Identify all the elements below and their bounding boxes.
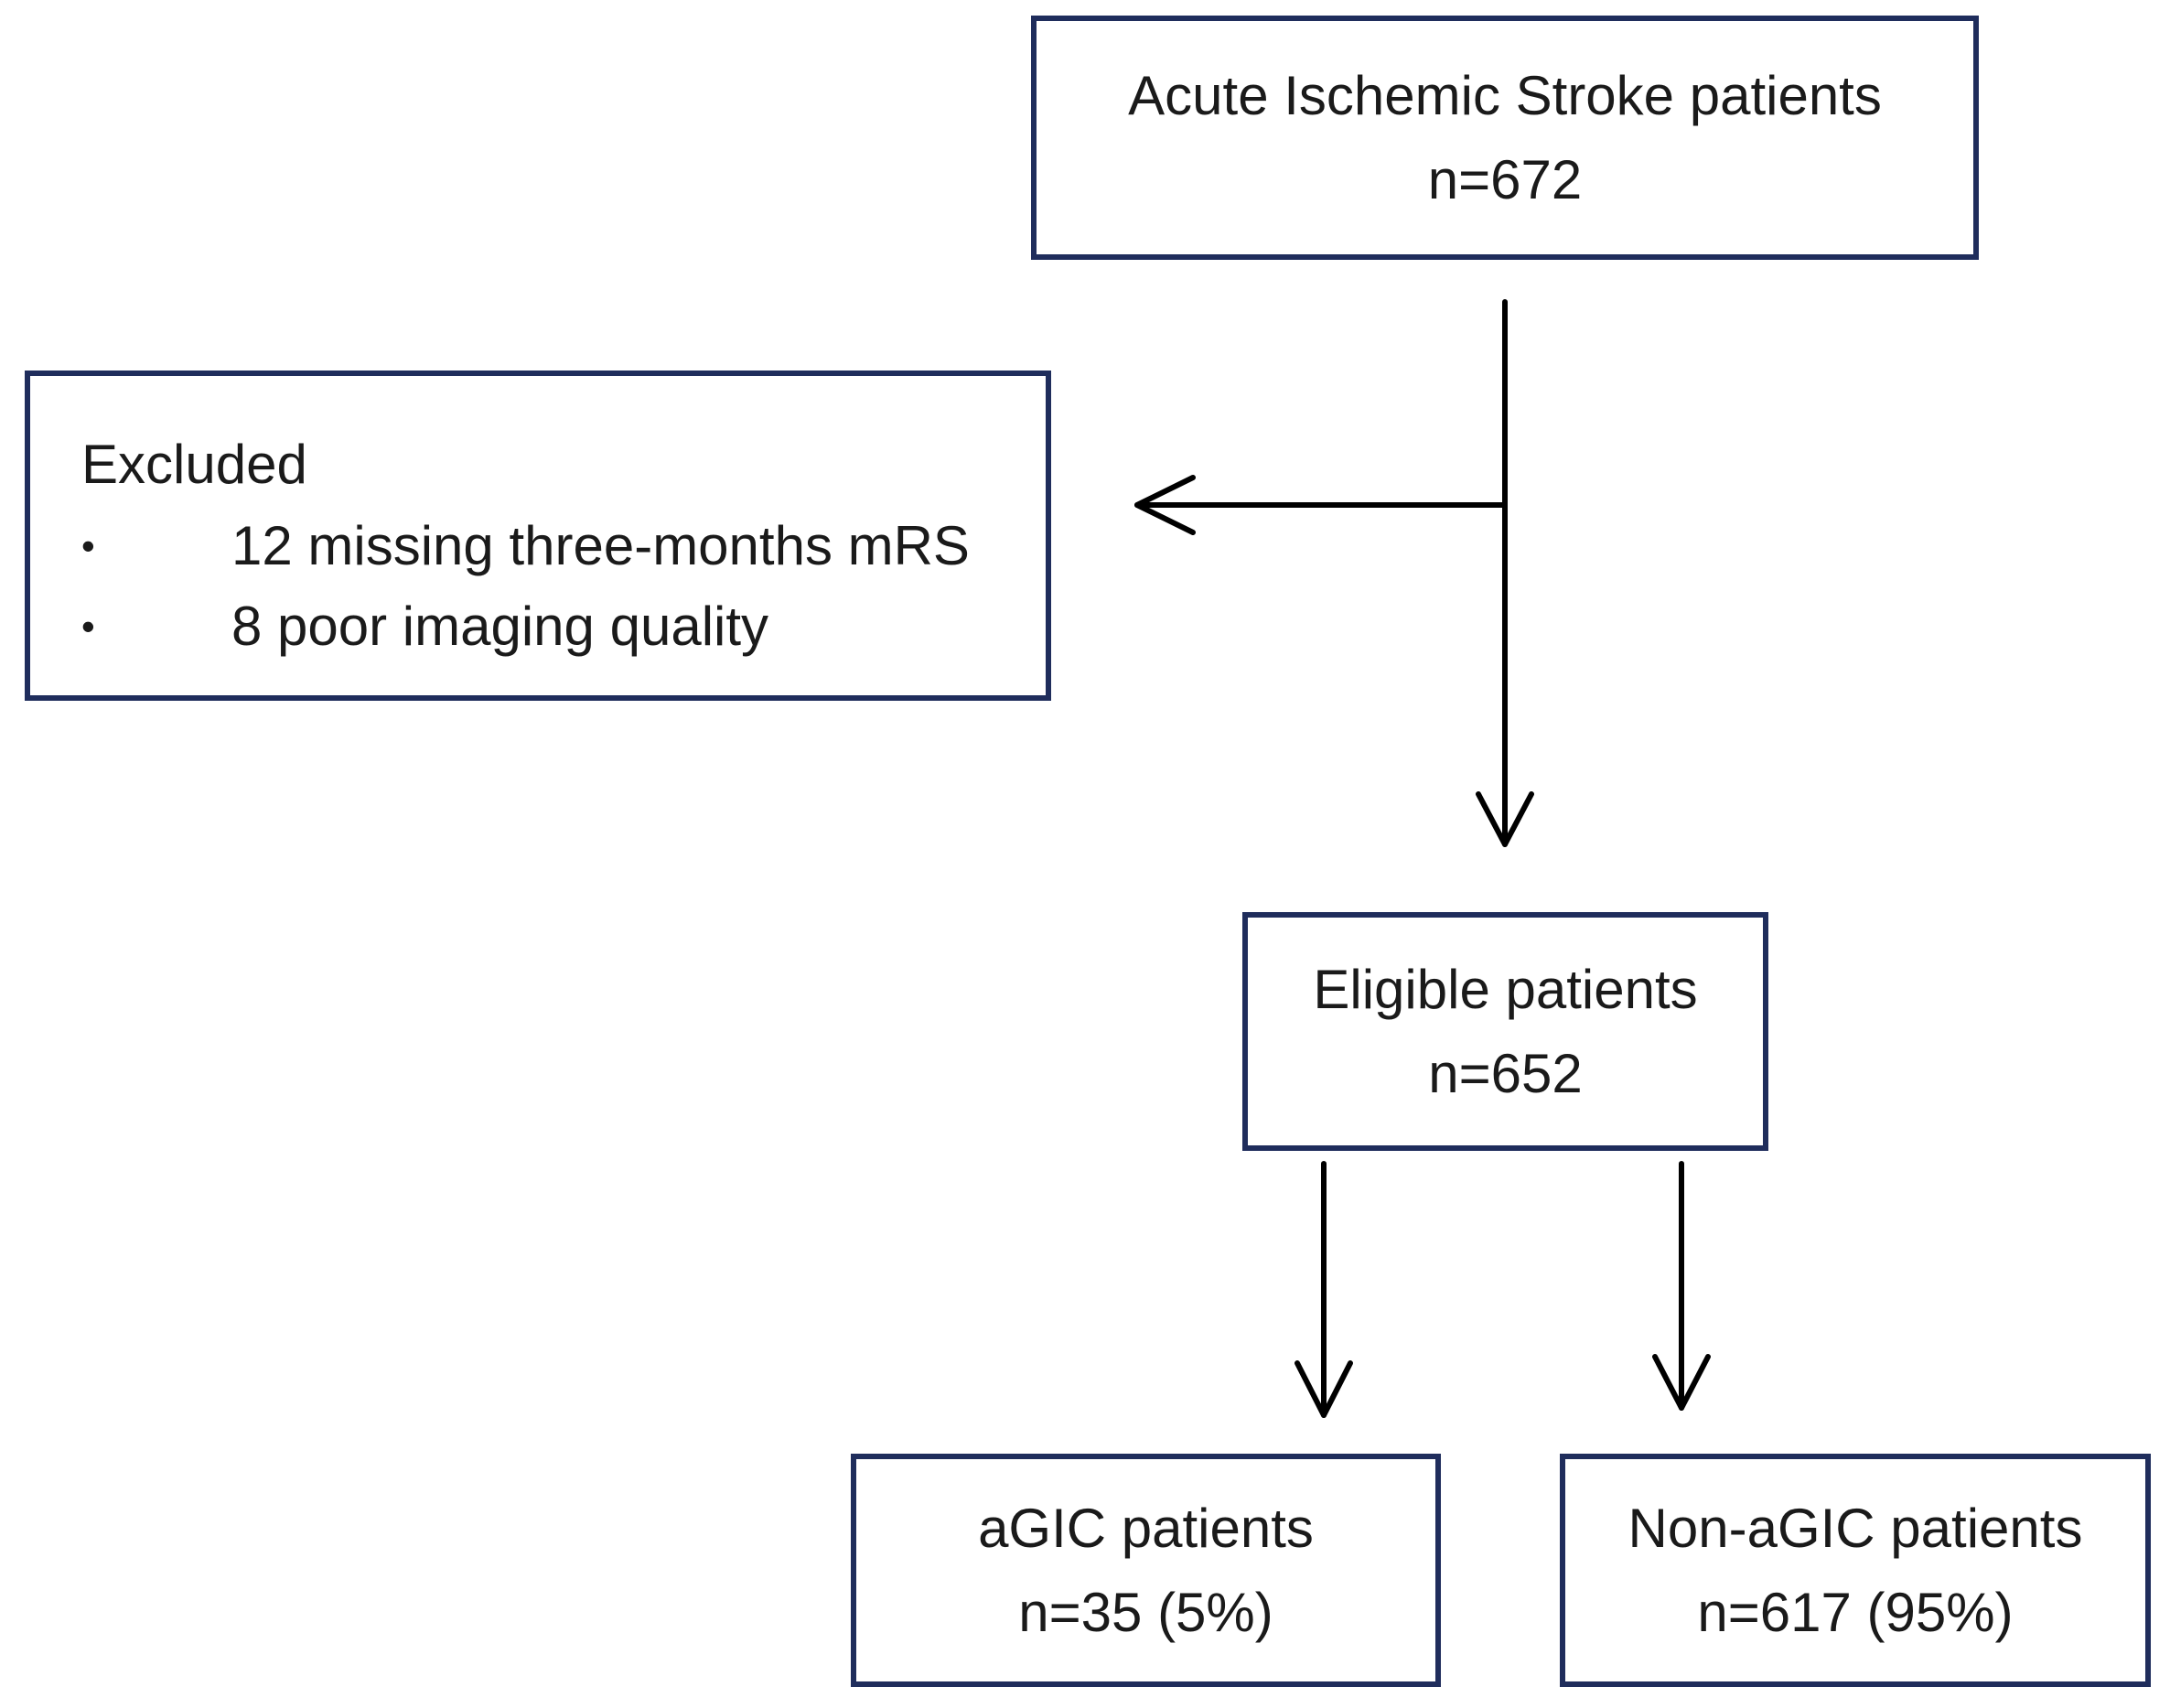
agic-count: n=35 (5%) — [1018, 1581, 1273, 1643]
arrowhead-to-eligible — [1476, 791, 1534, 847]
agic-title: aGIC patients — [978, 1497, 1314, 1559]
arrowhead-to-excluded — [1134, 475, 1196, 535]
excluded-item-text: 8 poor imaging quality — [231, 596, 769, 657]
arrowhead-to-nonagic — [1652, 1354, 1711, 1411]
bullet-icon: • — [81, 605, 95, 648]
excluded-item-missing-mrs: • 12 missing three-months mRS — [81, 506, 1046, 586]
non-agic-patients-box: Non-aGIC patients n=617 (95%) — [1560, 1454, 2151, 1687]
bullet-icon: • — [81, 524, 95, 567]
agic-patients-box: aGIC patients n=35 (5%) — [851, 1454, 1441, 1687]
arrowhead-to-agic — [1294, 1360, 1353, 1418]
nonagic-count: n=617 (95%) — [1697, 1581, 2014, 1643]
excluded-title: Excluded — [81, 434, 307, 495]
nonagic-title: Non-aGIC patients — [1628, 1497, 2083, 1559]
eligible-count: n=652 — [1428, 1042, 1583, 1104]
ais-title: Acute Ischemic Stroke patients — [1128, 64, 1882, 126]
excluded-item-text: 12 missing three-months mRS — [231, 515, 970, 576]
eligible-title: Eligible patients — [1313, 958, 1698, 1020]
excluded-item-poor-imaging: • 8 poor imaging quality — [81, 586, 1046, 667]
excluded-list: • 12 missing three-months mRS • 8 poor i… — [81, 506, 1046, 667]
ais-patients-box: Acute Ischemic Stroke patients n=672 — [1031, 16, 1979, 260]
eligible-patients-box: Eligible patients n=652 — [1242, 912, 1768, 1151]
ais-count: n=672 — [1427, 148, 1583, 210]
excluded-box: Excluded • 12 missing three-months mRS •… — [25, 371, 1051, 701]
